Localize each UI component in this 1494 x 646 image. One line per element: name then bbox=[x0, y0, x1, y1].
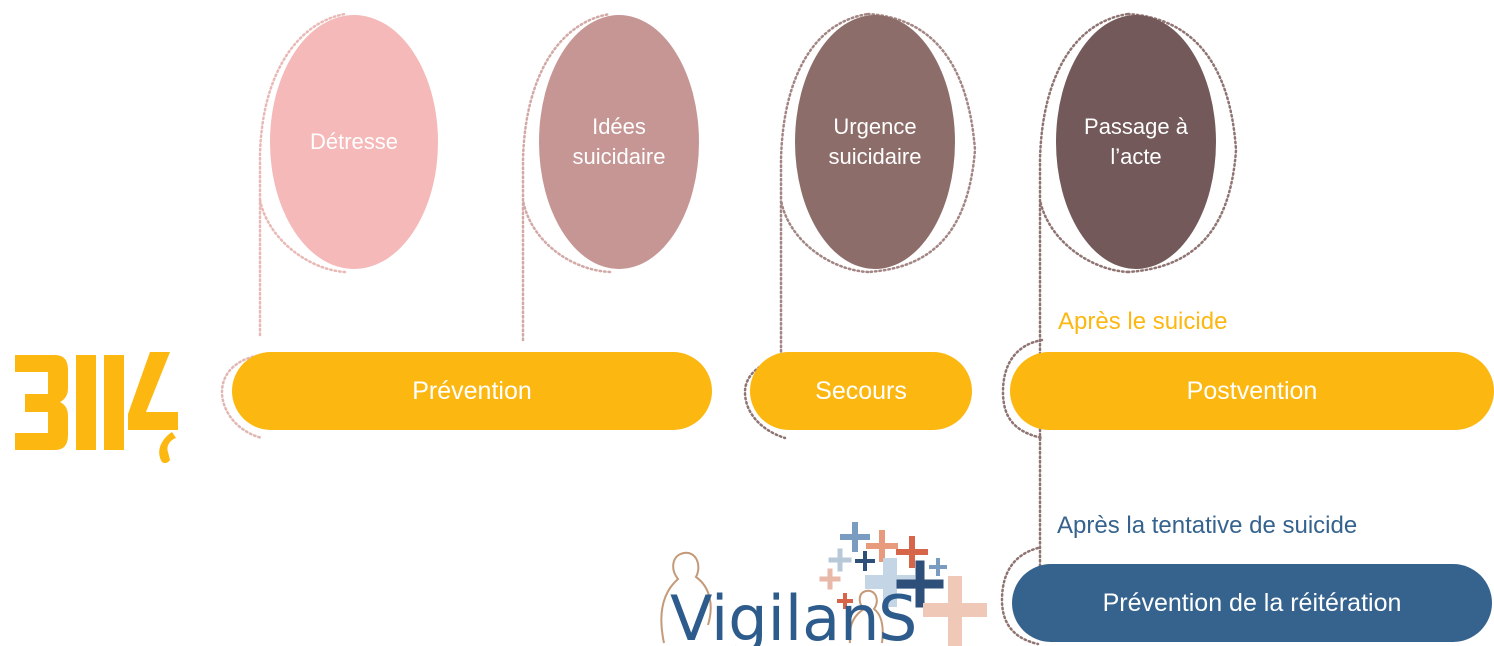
apres-tentative-label: Après la tentative de suicide bbox=[1057, 512, 1358, 539]
connector-idees-bottom bbox=[521, 198, 612, 274]
stage-passage-a-l-acte: Passage à l’acte bbox=[1056, 15, 1216, 269]
bracket-postvention bbox=[1001, 338, 1044, 440]
logo-vigilans: Vigilan S bbox=[660, 522, 987, 646]
apres-suicide-label: Après le suicide bbox=[1058, 308, 1228, 335]
connector-passage-right bbox=[1126, 12, 1238, 274]
pill-postvention[interactable]: Postvention bbox=[1010, 352, 1494, 430]
pill-postvention-label: Postvention bbox=[1186, 376, 1318, 405]
connector-passage-bottom bbox=[1038, 198, 1130, 274]
connector-urgence-bottom bbox=[779, 198, 870, 274]
connector-passage bbox=[1038, 12, 1130, 622]
stage-passage-label: Passage à l’acte bbox=[1084, 114, 1188, 169]
pill-secours[interactable]: Secours bbox=[750, 352, 972, 430]
connector-detresse bbox=[258, 12, 347, 337]
svg-text:Vigilan: Vigilan bbox=[670, 582, 879, 646]
connector-detresse-bottom bbox=[258, 198, 347, 274]
bracket-prevention bbox=[220, 353, 264, 440]
pill-prevention-reiteration[interactable]: Prévention de la réitération bbox=[1012, 564, 1492, 642]
stage-idees-label: Idées suicidaire bbox=[572, 114, 666, 169]
svg-text:S: S bbox=[878, 582, 917, 646]
stage-detresse-label: Détresse bbox=[309, 129, 399, 155]
connector-idees bbox=[521, 12, 612, 342]
pill-prevention-label: Prévention bbox=[412, 376, 532, 405]
connector-urgence-right bbox=[866, 12, 977, 274]
stage-detresse: Détresse bbox=[270, 15, 438, 269]
stage-urgence-label: Urgence suicidaire bbox=[828, 114, 922, 169]
logo-3114 bbox=[15, 352, 178, 464]
connector-urgence bbox=[779, 12, 870, 367]
pill-secours-label: Secours bbox=[815, 376, 907, 405]
bracket-reiteration bbox=[1000, 546, 1040, 646]
pill-prevention[interactable]: Prévention bbox=[232, 352, 712, 430]
stage-urgence-suicidaire: Urgence suicidaire bbox=[795, 15, 955, 269]
stage-idees-suicidaire: Idées suicidaire bbox=[539, 15, 699, 269]
pill-reiteration-label: Prévention de la réitération bbox=[1102, 588, 1402, 617]
